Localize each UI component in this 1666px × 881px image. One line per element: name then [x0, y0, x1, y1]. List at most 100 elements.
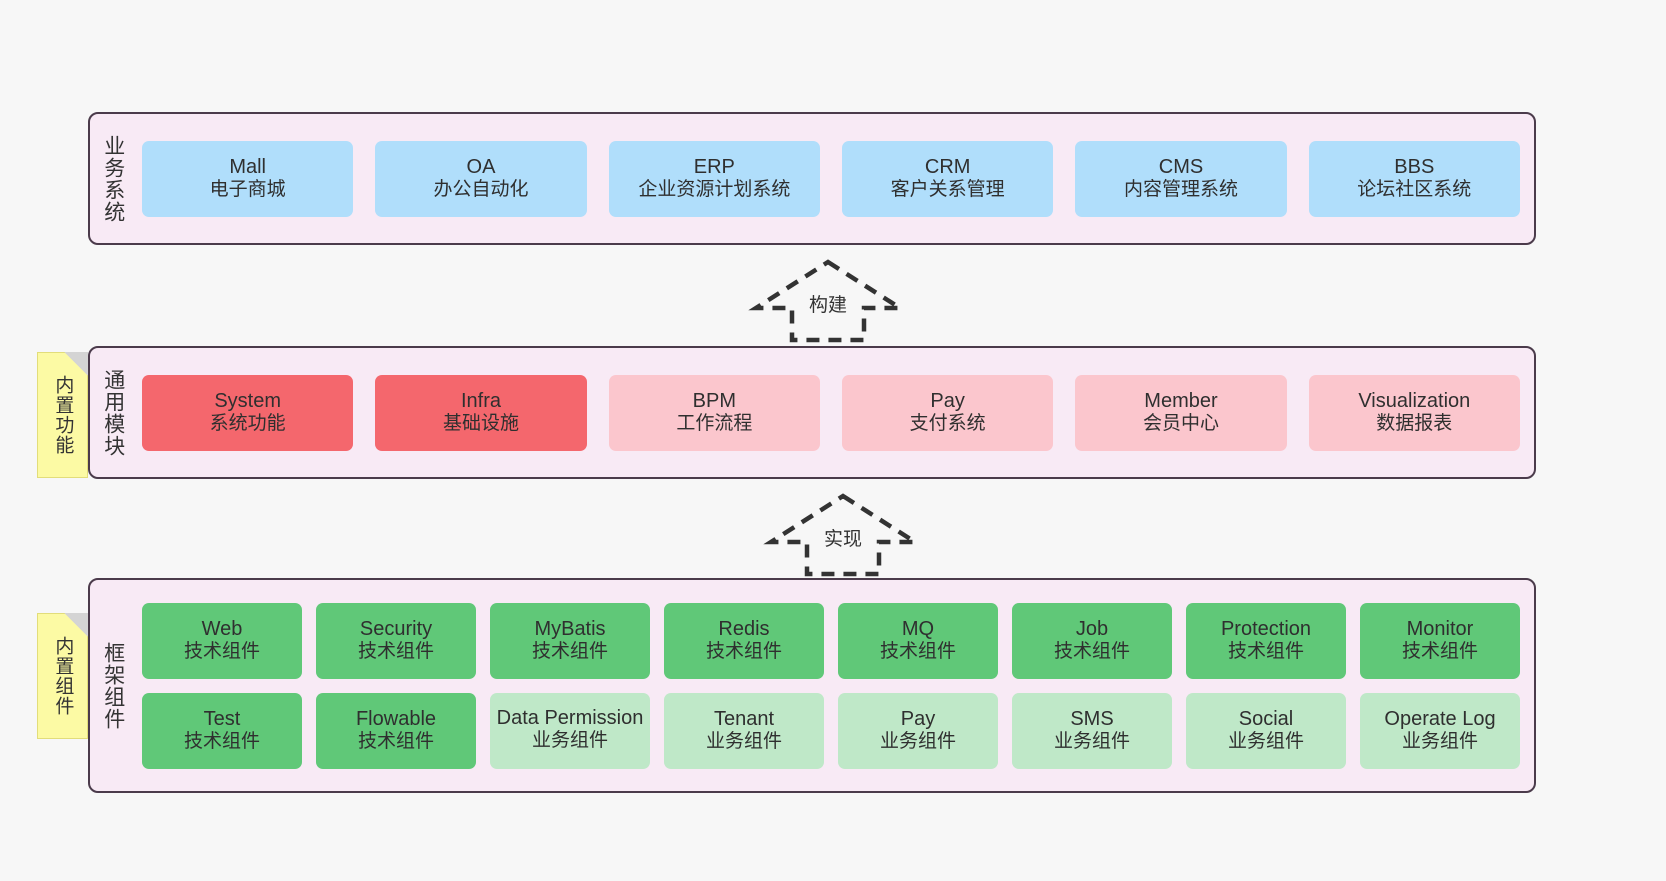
card-test[interactable]: Test 技术组件 [142, 692, 302, 769]
card-visualization[interactable]: Visualization 数据报表 [1308, 374, 1520, 451]
business-card-row: Mall 电子商城 OA 办公自动化 ERP 企业资源计划系统 CRM 客户关系… [142, 140, 1520, 217]
card-sms-cn: 业务组件 [1053, 731, 1130, 753]
card-system[interactable]: System 系统功能 [142, 374, 354, 451]
card-oa-en: OA [466, 156, 496, 179]
card-job-en: Job [1075, 618, 1109, 641]
card-mq-cn: 技术组件 [879, 641, 956, 663]
card-bpm-cn: 工作流程 [676, 413, 753, 435]
framework-biz-row: Test 技术组件 Flowable 技术组件 Data Permission … [142, 692, 1520, 769]
card-mybatis-en: MyBatis [534, 618, 606, 641]
layer-common-modules-body: System 系统功能 Infra 基础设施 BPM 工作流程 Pay 支付系统… [136, 348, 1534, 477]
card-member[interactable]: Member 会员中心 [1075, 374, 1287, 451]
card-pay-component-cn: 业务组件 [879, 731, 956, 753]
module-card-row: System 系统功能 Infra 基础设施 BPM 工作流程 Pay 支付系统… [142, 374, 1520, 451]
card-mall[interactable]: Mall 电子商城 [142, 140, 354, 217]
card-visualization-en: Visualization [1358, 390, 1471, 413]
card-mybatis-cn: 技术组件 [531, 641, 608, 663]
card-mybatis[interactable]: MyBatis 技术组件 [490, 602, 650, 679]
layer-business-systems-title: 业务系统 [101, 134, 125, 223]
card-tenant-en: Tenant [713, 708, 775, 731]
card-redis[interactable]: Redis 技术组件 [664, 602, 824, 679]
arrow-implement-label: 实现 [821, 524, 865, 551]
framework-tech-row: Web 技术组件 Security 技术组件 MyBatis 技术组件 Redi… [142, 602, 1520, 679]
card-member-en: Member [1144, 390, 1218, 413]
card-operate-log-cn: 业务组件 [1401, 731, 1478, 753]
card-cms-en: CMS [1158, 156, 1204, 179]
layer-framework-components-body: Web 技术组件 Security 技术组件 MyBatis 技术组件 Redi… [136, 580, 1534, 791]
card-protection[interactable]: Protection 技术组件 [1186, 602, 1346, 679]
card-monitor-cn: 技术组件 [1401, 641, 1478, 663]
card-security[interactable]: Security 技术组件 [316, 602, 476, 679]
layer-common-modules: 通用模块 System 系统功能 Infra 基础设施 BPM 工作流程 Pay… [88, 346, 1536, 479]
note-fold-corner-icon [64, 352, 88, 376]
card-pay-component-en: Pay [900, 708, 936, 731]
card-flowable-en: Flowable [355, 708, 437, 731]
card-social-en: Social [1238, 708, 1294, 731]
card-pay-module-en: Pay [930, 390, 965, 413]
card-monitor-en: Monitor [1406, 618, 1474, 641]
card-cms-cn: 内容管理系统 [1123, 179, 1238, 201]
card-bpm-en: BPM [692, 390, 736, 413]
card-bbs[interactable]: BBS 论坛社区系统 [1308, 140, 1520, 217]
card-crm-cn: 客户关系管理 [890, 179, 1005, 201]
card-system-cn: 系统功能 [209, 413, 286, 435]
card-test-cn: 技术组件 [183, 731, 260, 753]
card-mq[interactable]: MQ 技术组件 [838, 602, 998, 679]
note-builtin-components-label: 内置组件 [52, 636, 74, 716]
card-pay-module-cn: 支付系统 [909, 413, 986, 435]
card-infra[interactable]: Infra 基础设施 [375, 374, 587, 451]
layer-business-systems: 业务系统 Mall 电子商城 OA 办公自动化 ERP 企业资源计划系统 CRM… [88, 112, 1536, 245]
card-job[interactable]: Job 技术组件 [1012, 602, 1172, 679]
layer-common-modules-title: 通用模块 [101, 368, 125, 457]
card-erp[interactable]: ERP 企业资源计划系统 [608, 140, 820, 217]
card-bpm[interactable]: BPM 工作流程 [608, 374, 820, 451]
card-erp-cn: 企业资源计划系统 [638, 179, 791, 201]
layer-framework-components: 框架组件 Web 技术组件 Security 技术组件 MyBatis 技术组件… [88, 578, 1536, 793]
card-crm-en: CRM [924, 156, 971, 179]
card-sms[interactable]: SMS 业务组件 [1012, 692, 1172, 769]
card-operate-log-en: Operate Log [1384, 708, 1496, 731]
card-crm[interactable]: CRM 客户关系管理 [841, 140, 1054, 217]
arrow-build: 构建 [748, 258, 908, 344]
card-redis-cn: 技术组件 [705, 641, 782, 663]
card-cms[interactable]: CMS 内容管理系统 [1075, 140, 1287, 217]
card-redis-en: Redis [718, 618, 770, 641]
card-mq-en: MQ [901, 618, 935, 641]
card-system-en: System [214, 390, 281, 413]
card-web-cn: 技术组件 [183, 641, 260, 663]
card-monitor[interactable]: Monitor 技术组件 [1360, 602, 1520, 679]
layer-framework-components-title: 框架组件 [101, 641, 125, 730]
card-job-cn: 技术组件 [1053, 641, 1130, 663]
card-social-cn: 业务组件 [1227, 731, 1304, 753]
note-builtin-features: 内置功能 [37, 352, 88, 478]
card-erp-en: ERP [693, 156, 735, 179]
arrow-build-label: 构建 [806, 290, 850, 317]
card-flowable[interactable]: Flowable 技术组件 [316, 692, 476, 769]
card-web[interactable]: Web 技术组件 [142, 602, 302, 679]
card-infra-en: Infra [460, 390, 501, 413]
card-tenant[interactable]: Tenant 业务组件 [664, 692, 824, 769]
card-pay-component[interactable]: Pay 业务组件 [838, 692, 998, 769]
card-flowable-cn: 技术组件 [357, 731, 434, 753]
card-bbs-en: BBS [1394, 156, 1435, 179]
card-protection-en: Protection [1220, 618, 1312, 641]
card-member-cn: 会员中心 [1142, 413, 1219, 435]
card-pay-module[interactable]: Pay 支付系统 [841, 374, 1054, 451]
card-bbs-cn: 论坛社区系统 [1357, 179, 1472, 201]
card-data-permission[interactable]: Data Permission 业务组件 [490, 692, 650, 769]
card-web-en: Web [201, 618, 243, 641]
layer-business-systems-body: Mall 电子商城 OA 办公自动化 ERP 企业资源计划系统 CRM 客户关系… [136, 114, 1534, 243]
card-mall-en: Mall [229, 156, 266, 179]
card-social[interactable]: Social 业务组件 [1186, 692, 1346, 769]
card-operate-log[interactable]: Operate Log 业务组件 [1360, 692, 1520, 769]
card-test-en: Test [203, 708, 241, 731]
note-builtin-components: 内置组件 [37, 613, 88, 739]
card-infra-cn: 基础设施 [442, 413, 519, 435]
card-oa[interactable]: OA 办公自动化 [375, 140, 587, 217]
card-data-permission-cn: 业务组件 [531, 729, 608, 751]
card-oa-cn: 办公自动化 [433, 179, 529, 201]
card-protection-cn: 技术组件 [1227, 641, 1304, 663]
card-sms-en: SMS [1070, 708, 1114, 731]
card-visualization-cn: 数据报表 [1376, 413, 1453, 435]
